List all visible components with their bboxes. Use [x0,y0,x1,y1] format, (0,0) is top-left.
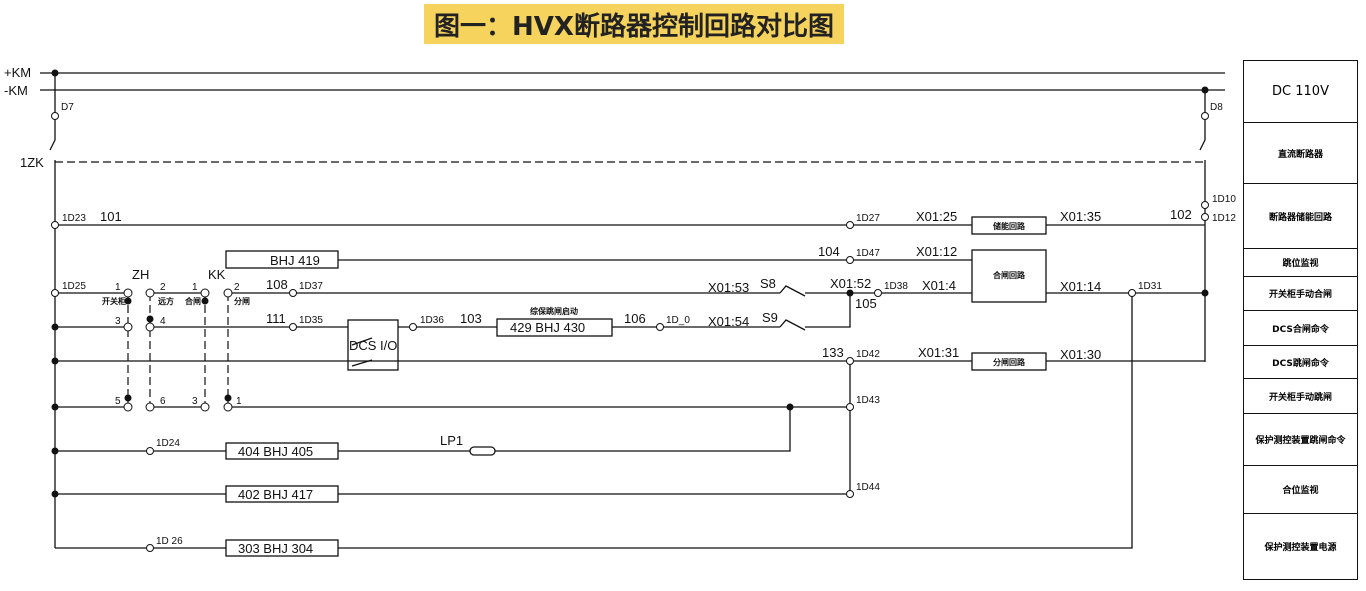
label-d36: 1D36 [420,315,444,326]
label-kk3: 3 [192,396,198,407]
label-bhj404: 404 BHJ 405 [238,444,313,459]
label-zh2: 2 [160,282,166,293]
label-s8: S8 [760,276,776,291]
bhj-429-box [496,318,613,337]
label-x0135: X01:35 [1060,209,1101,224]
label-zh6: 6 [160,396,166,407]
label-kk: KK [208,267,226,282]
legend-row: 跳位监视 [1244,249,1357,277]
label-d37: 1D37 [299,281,323,292]
label-d24: 1D24 [156,438,180,449]
label-x0112: X01:12 [916,244,957,259]
label-d27: 1D27 [856,213,880,224]
label-zh1cap: 开关柜 [102,296,126,306]
label-d10: 1D10 [1212,194,1236,205]
label-d8: D8 [1210,102,1223,113]
label-n105: 105 [855,296,877,311]
label-x014: X01:4 [922,278,956,293]
dcs-io-box [347,319,399,371]
label-n101: 101 [100,209,122,224]
label-d40: 1D_0 [666,315,690,326]
label-n108: 108 [266,277,288,292]
label-s9: S9 [762,310,778,325]
label-zh: ZH [132,267,149,282]
label-d26: 1D 26 [156,536,183,547]
label-lp1: LP1 [440,433,463,448]
label-d43: 1D43 [856,395,880,406]
label-x0125: X01:25 [916,209,957,224]
label-d7: D7 [61,102,74,113]
legend-row: 保护测控装置电源 [1264,543,1337,553]
legend-row: 开关柜手动跳闸 [1244,379,1357,414]
legend-row: DCS跳闸命令 [1244,346,1357,379]
label-zh5: 5 [115,396,121,407]
function-legend-table: DC 110V 直流断路器 断路器储能回路 跳位监视 开关柜手动合闸 DCS合闸… [1243,60,1358,580]
label-n104: 104 [818,244,840,259]
label-n106: 106 [624,311,646,326]
bus-negative-label: -KM [4,83,28,98]
label-d47: 1D47 [856,248,880,259]
bus-positive-label: +KM [4,65,31,80]
terminals [51,112,1209,552]
label-kk1cap: 合闸 [184,296,201,306]
label-box_trip: 分闸回路 [993,357,1026,367]
label-bhj429: 429 BHJ 430 [510,320,585,335]
label-d25: 1D25 [62,281,86,292]
label-d38: 1D38 [884,281,908,292]
close-circuit-box [971,249,1047,303]
legend-row: 保护测控装置跳闸命令 [1244,414,1357,466]
label-x0152: X01:52 [830,276,871,291]
label-x0114: X01:14 [1060,279,1101,294]
label-kk1: 1 [192,282,198,293]
label-zh1: 1 [115,282,121,293]
legend-row: 直流断路器 [1244,123,1357,184]
bhj-419-box [225,250,339,269]
wires [40,72,1225,549]
label-x0153: X01:53 [708,280,749,295]
label-bhj429cap: 综保跳闸启动 [530,306,578,316]
trip-circuit-box [971,352,1047,371]
label-n103: 103 [460,311,482,326]
label-d44: 1D44 [856,482,880,493]
legend-row: 开关柜手动合闸 [1244,277,1357,311]
label-d31: 1D31 [1138,281,1162,292]
label-box_close: 合闸回路 [992,270,1026,280]
label-n111: 111 [266,311,286,326]
label-d23: 1D23 [62,213,86,224]
legend-row: 断路器储能回路 [1244,184,1357,249]
label-n102: 102 [1170,207,1192,222]
labels: +KM -KM D7 D8 1ZK 1D23 101 1D27 X01:25 X… [4,65,1236,556]
junction-dots [51,69,1209,498]
label-kk2: 2 [234,282,240,293]
label-zh3: 3 [115,316,121,327]
component-boxes [225,216,1047,557]
label-x0131: X01:31 [918,345,959,360]
charge-circuit-box [971,216,1047,235]
label-n133: 133 [822,345,844,360]
label-x0130: X01:30 [1060,347,1101,362]
label-d35: 1D35 [299,315,323,326]
label-d12: 1D12 [1212,213,1236,224]
label-box_charge: 储能回路 [992,221,1026,231]
label-zk: 1ZK [20,155,44,170]
diagram-title: 图一：HVX断路器控制回路对比图 [424,4,844,44]
label-x0154: X01:54 [708,314,749,329]
label-bhj402: 402 BHJ 417 [238,487,313,502]
label-zh2cap: 远方 [158,296,174,306]
label-bhj419: BHJ 419 [270,253,320,268]
label-dcs: DCS I/O [349,338,397,353]
bhj-404-box [225,442,339,460]
legend-row: 合位监视 [1244,466,1357,514]
label-zh4: 4 [160,316,166,327]
lp1-plate [469,446,496,456]
legend-row: DC 110V [1244,61,1357,123]
label-kk2cap: 分闸 [234,296,250,306]
legend-row: DCS合闸命令 [1244,311,1357,346]
label-bhj303: 303 BHJ 304 [238,541,313,556]
label-d42: 1D42 [856,349,880,360]
label-kk1b: 1 [236,396,242,407]
bhj-303-box [225,539,339,557]
bhj-402-box [225,485,339,503]
